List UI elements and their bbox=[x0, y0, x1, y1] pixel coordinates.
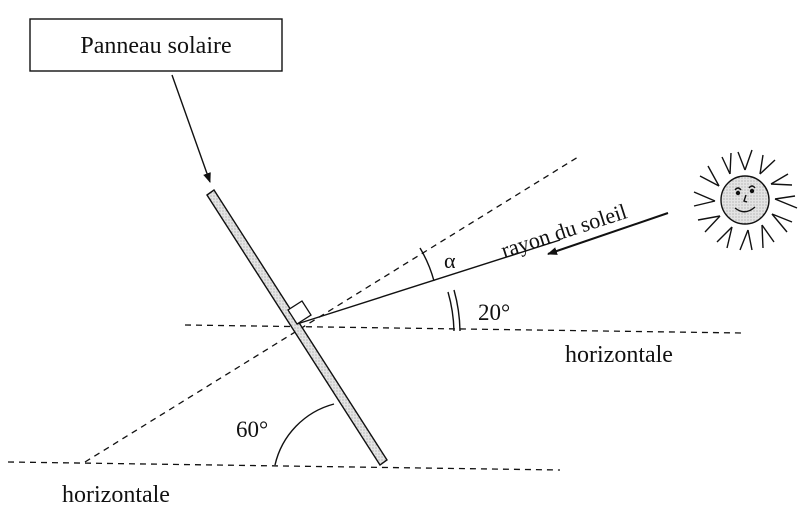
sun-ray-line bbox=[296, 239, 561, 325]
angle-20-arc-outer bbox=[447, 291, 455, 332]
panel-pointer-arrow bbox=[171, 74, 211, 183]
horizontal-line-upper bbox=[184, 324, 743, 334]
panel-label-box bbox=[29, 18, 283, 72]
horizontal-line-lower bbox=[7, 461, 561, 471]
angle-20-label: 20° bbox=[478, 300, 510, 325]
angle-60-arc bbox=[274, 403, 335, 466]
angle-20-arc-inner bbox=[453, 289, 461, 332]
sun-ray-arrow bbox=[547, 212, 669, 255]
horizontal-label-upper: horizontale bbox=[565, 342, 673, 368]
right-angle-marker-icon bbox=[287, 300, 312, 325]
alpha-arc bbox=[419, 247, 435, 282]
sun-icon bbox=[693, 149, 798, 251]
panel-normal-line bbox=[84, 156, 579, 463]
angle-60-label: 60° bbox=[236, 417, 268, 442]
panel-label-text: Panneau solaire bbox=[80, 33, 231, 59]
horizontal-label-lower: horizontale bbox=[62, 482, 170, 508]
alpha-label: α bbox=[444, 248, 456, 273]
solar-panel bbox=[206, 189, 388, 466]
sun-ray-label: rayon du soleil bbox=[498, 199, 630, 263]
